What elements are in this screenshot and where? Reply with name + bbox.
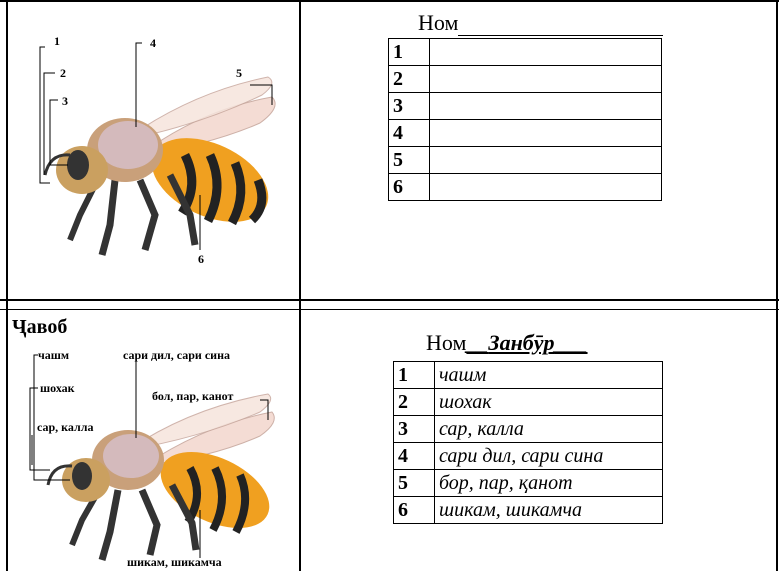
diagram-label-2: 2 (60, 66, 66, 80)
row-number: 3 (389, 93, 430, 120)
answer-cell: бор, пар, қанот (435, 470, 663, 497)
question-title-label: Ном (418, 10, 458, 35)
bee-diagram-answer (10, 340, 298, 571)
grid-middle (0, 299, 779, 301)
row-number: 2 (394, 389, 435, 416)
answer-cell: сари дил, сари сина (435, 443, 663, 470)
answer-cell[interactable] (430, 93, 662, 120)
answer-title: Ном__Занбӯр___ (426, 330, 588, 356)
row-number: 3 (394, 416, 435, 443)
row-number: 5 (389, 147, 430, 174)
answer-cell[interactable] (430, 147, 662, 174)
label-abdomen: шикам, шикамча (127, 555, 222, 570)
table-row: 6 (389, 174, 662, 201)
answer-title-value: Занбӯр (488, 330, 554, 355)
diagram-label-5: 5 (236, 66, 242, 80)
label-head: сар, калла (37, 420, 93, 435)
answer-cell[interactable] (430, 66, 662, 93)
grid-right (776, 0, 778, 571)
answer-title-label: Ном (426, 330, 466, 355)
table-row: 1 (389, 39, 662, 66)
diagram-label-1: 1 (54, 34, 60, 48)
answer-title-blank-left: __ (466, 330, 488, 355)
question-title: Ном (418, 10, 663, 36)
answer-cell: шикам, шикамча (435, 497, 663, 524)
row-number: 1 (394, 362, 435, 389)
answer-cell[interactable] (430, 174, 662, 201)
diagram-label-4: 4 (150, 36, 156, 50)
table-row: 4 (389, 120, 662, 147)
table-row: 2 (389, 66, 662, 93)
answer-heading: Ҷавоб (12, 316, 67, 339)
label-thorax: сари дил, сари сина (123, 348, 230, 363)
row-number: 5 (394, 470, 435, 497)
row-number: 6 (389, 174, 430, 201)
answer-cell: чашм (435, 362, 663, 389)
row-number: 4 (389, 120, 430, 147)
row-number: 2 (389, 66, 430, 93)
label-eye: чашм (38, 348, 69, 363)
label-antenna: шохак (40, 381, 75, 396)
table-row: 3 (389, 93, 662, 120)
question-table: 1 2 3 4 5 6 (388, 38, 662, 201)
answer-cell[interactable] (430, 120, 662, 147)
row-number: 1 (389, 39, 430, 66)
diagram-label-6: 6 (198, 252, 204, 266)
grid-left (6, 0, 8, 571)
grid-top (0, 0, 779, 2)
row-number: 4 (394, 443, 435, 470)
grid-divider (299, 0, 301, 571)
grid-middle-2 (0, 309, 779, 310)
diagram-label-3: 3 (62, 94, 68, 108)
label-wings: бол, пар, канот (152, 389, 233, 404)
answer-cell: сар, калла (435, 416, 663, 443)
row-number: 6 (394, 497, 435, 524)
name-blank[interactable] (458, 15, 663, 36)
bee-diagram-question: 1 2 3 4 5 6 (10, 15, 295, 275)
answer-title-blank-right: ___ (555, 330, 588, 355)
answer-cell[interactable] (430, 39, 662, 66)
table-row: 5 (389, 147, 662, 174)
answer-cell: шохак (435, 389, 663, 416)
